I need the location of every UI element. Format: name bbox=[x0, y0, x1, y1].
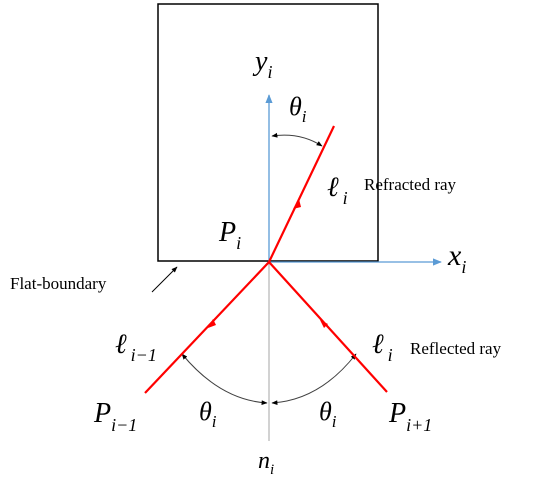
refracted-ray-arrowhead bbox=[293, 199, 301, 209]
refracted-ray bbox=[268, 125, 335, 263]
point-label: Pi bbox=[218, 217, 241, 253]
point-next-label: Pi+1 bbox=[388, 398, 432, 435]
point-prev-label: Pi−1 bbox=[93, 398, 137, 435]
incident-ray bbox=[144, 261, 270, 394]
angle-label-bottom-left: θi bbox=[199, 397, 217, 431]
reflected-ray-label: Reflected ray bbox=[410, 339, 502, 358]
incident-ray-arrowhead bbox=[208, 319, 216, 328]
refracted-ray-label: Refracted ray bbox=[364, 175, 457, 194]
normal-label: ni bbox=[258, 448, 274, 477]
x-axis-label: xi bbox=[447, 239, 466, 277]
boundary-pointer-line bbox=[151, 266, 178, 293]
reflected-ray-arrowhead bbox=[320, 320, 328, 328]
angle-arc-bottom-right bbox=[271, 353, 357, 406]
y-axis-label: yi bbox=[252, 46, 272, 82]
angle-arc-bottom-left bbox=[181, 353, 268, 406]
angle-arc-top bbox=[271, 132, 323, 147]
flat-boundary-label: Flat-boundary bbox=[10, 274, 107, 293]
reflected-ray bbox=[268, 261, 388, 393]
angle-label-bottom-right: θi bbox=[319, 397, 337, 431]
angle-label-top: θi bbox=[289, 92, 307, 126]
medium-box bbox=[157, 3, 379, 262]
